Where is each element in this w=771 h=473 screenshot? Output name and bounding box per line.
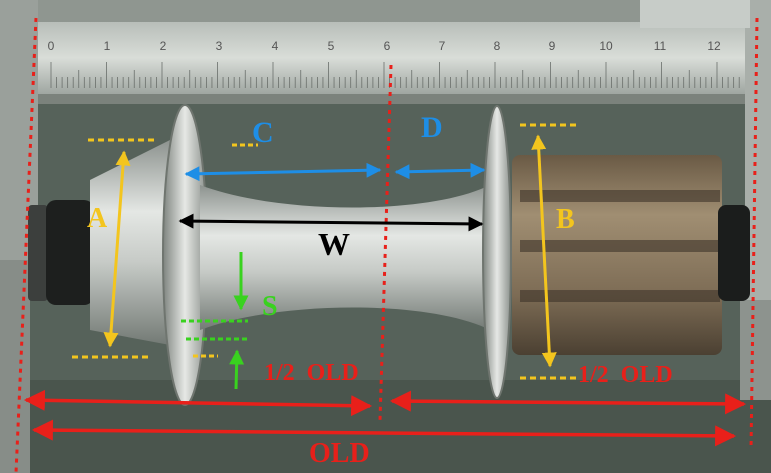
ruler-numbers: 0 1 2 3 4 5 6 7 8 9 10 11 12: [48, 39, 721, 53]
old-boundary-right: [749, 17, 759, 451]
dimension-d-arrow: [394, 162, 486, 180]
old-boundary-left: [14, 17, 38, 473]
ruler-tick-label: 7: [439, 39, 446, 53]
dimension-w-arrow: [178, 213, 484, 232]
ruler-tick-label: 8: [494, 39, 501, 53]
ruler-tick-label: 9: [549, 39, 556, 53]
half-old-right-arrow: [389, 390, 747, 415]
ruler-tick-label: 10: [599, 39, 613, 53]
half-old-left-arrow: [23, 389, 373, 417]
right-flange: [482, 105, 512, 399]
label-old: OLD: [309, 438, 370, 469]
ruler-scale: [50, 62, 740, 88]
freehub-body: [512, 155, 722, 355]
ruler-tick-label: 6: [384, 39, 391, 53]
ruler-tick-label: 1: [104, 39, 111, 53]
dimension-s-arrow-up: [229, 349, 245, 390]
label-b: B: [556, 204, 575, 235]
dimension-a-arrow: [103, 150, 131, 348]
label-d: D: [421, 111, 443, 144]
label-c: C: [252, 116, 274, 149]
ruler-tick-label: 3: [216, 39, 223, 53]
label-a: A: [87, 203, 108, 234]
label-half-old-right: 1/2 OLD: [578, 362, 673, 388]
bicycle-hub: [28, 104, 750, 406]
workbench-lower: [0, 380, 771, 473]
ruler-tick-label: 2: [160, 39, 167, 53]
right-end-cap: [718, 205, 750, 301]
label-s: S: [262, 291, 278, 322]
ruler-tick-label: 4: [272, 39, 279, 53]
caliper-jaw-right: [740, 300, 771, 400]
left-end-cap: [46, 200, 94, 305]
left-locknut: [28, 205, 48, 301]
ruler-tick-label: 12: [707, 39, 721, 53]
ruler-tick-label: 0: [48, 39, 55, 53]
dimension-b-arrow: [531, 134, 557, 368]
caliper-jaw-left: [0, 260, 30, 473]
ruler-tick-label: 5: [328, 39, 335, 53]
label-w: W: [318, 226, 350, 262]
label-half-old-left: 1/2 OLD: [264, 360, 359, 386]
ruler-tick-label: 11: [654, 39, 667, 53]
dimension-c-arrow: [184, 162, 382, 182]
old-arrow: [31, 419, 737, 447]
